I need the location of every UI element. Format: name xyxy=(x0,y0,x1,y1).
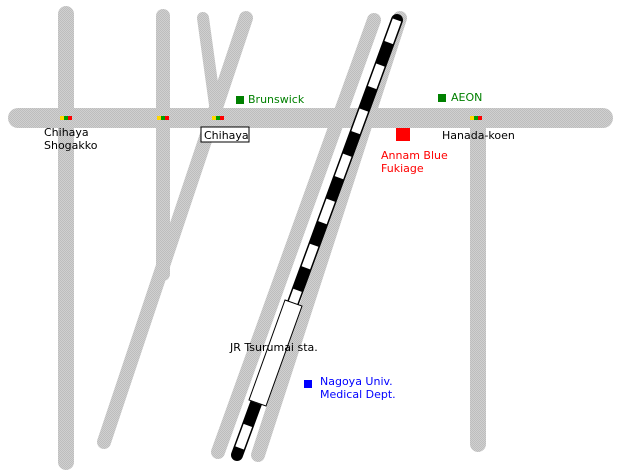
traffic-signal-icon xyxy=(157,116,169,120)
label-chihaya: Chihaya xyxy=(204,129,249,142)
label-store-line1: Annam Blue xyxy=(381,149,448,162)
traffic-signal-icon xyxy=(60,116,72,120)
label-university-line2: Medical Dept. xyxy=(320,388,396,401)
station-building xyxy=(248,299,303,407)
road-railside-left xyxy=(211,13,381,459)
label-station: JR Tsurumai sta. xyxy=(229,341,318,354)
store-marker-icon xyxy=(396,128,410,141)
label-university-line1: Nagoya Univ. xyxy=(320,375,393,388)
label-aeon: AEON xyxy=(451,91,482,104)
aeon-marker-icon xyxy=(438,94,446,102)
traffic-signal-icon xyxy=(212,116,224,120)
road-diagonal-long xyxy=(97,11,253,449)
label-chihaya-box xyxy=(200,126,250,143)
label-brunswick: Brunswick xyxy=(248,93,305,106)
label-chihaya-shogakko-line1: Chihaya xyxy=(44,126,89,139)
label-store-line2: Fukiage xyxy=(381,162,424,175)
brunswick-marker-icon xyxy=(236,96,244,104)
university-marker-icon xyxy=(304,380,312,388)
label-hanada-koen: Hanada-koen xyxy=(442,129,515,142)
road-diagonal-branch xyxy=(197,12,222,118)
label-chihaya-shogakko-line2: Shogakko xyxy=(44,139,98,152)
traffic-signal-icon xyxy=(470,116,482,120)
